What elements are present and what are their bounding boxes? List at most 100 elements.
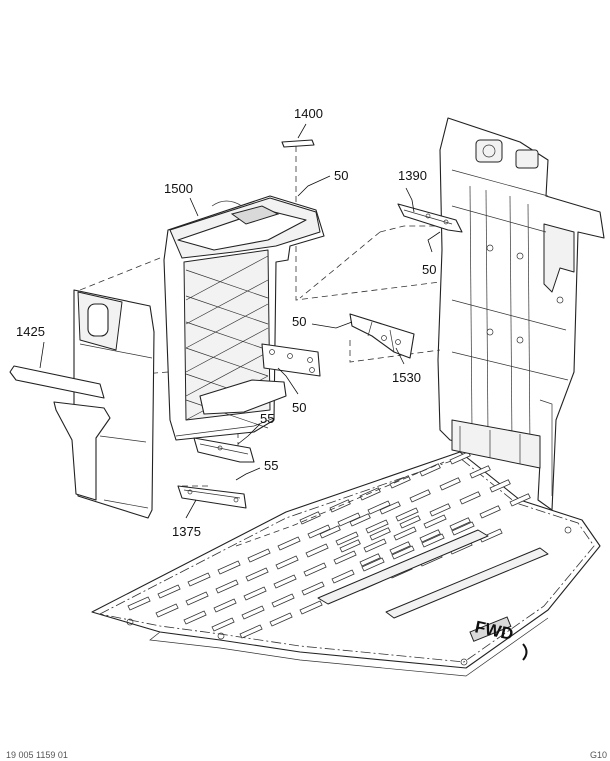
floor-rib <box>359 553 381 567</box>
callout-1375: 1375 <box>172 524 201 539</box>
floor-rib <box>155 603 179 618</box>
callout-1400: 1400 <box>294 106 323 121</box>
floor-rib <box>479 528 503 543</box>
part-55-upper-bracket[interactable] <box>193 437 255 463</box>
floor-ribs <box>127 451 531 639</box>
floor-rib <box>363 538 387 553</box>
callout-50-right: 50 <box>422 262 436 277</box>
floor-rib <box>299 511 321 525</box>
floor-rib <box>245 567 269 582</box>
floor-rib <box>389 541 411 555</box>
floor-rib <box>319 525 341 539</box>
callout-50-mid: 50 <box>292 314 306 329</box>
floor-rib <box>239 624 263 639</box>
floor-rib <box>489 479 511 493</box>
lattice-line <box>185 327 269 373</box>
floor-rib <box>379 501 401 515</box>
lattice-line <box>185 351 269 397</box>
floor-rib <box>399 515 421 529</box>
floor-rib <box>307 524 331 539</box>
floor-rib <box>429 503 451 517</box>
floor-rib <box>451 521 475 536</box>
callout-labels: 1400 50 1390 1500 50 1425 50 1530 50 55 … <box>16 106 436 539</box>
sheet-code: G10 <box>590 750 607 760</box>
floor-rib <box>469 465 491 479</box>
floor-rib <box>339 539 361 553</box>
floor-rib <box>419 529 441 543</box>
part-1425-trim-panel[interactable] <box>9 289 155 519</box>
callout-50-lower: 50 <box>292 400 306 415</box>
floor-rib <box>269 612 293 627</box>
floor-rib <box>127 596 151 611</box>
floor-rib <box>215 579 239 594</box>
lattice-line <box>185 295 269 325</box>
floor-rib <box>157 584 181 599</box>
floor-rib <box>337 512 361 527</box>
floor-rib <box>211 617 235 632</box>
part-1400-label[interactable] <box>281 139 315 148</box>
part-50-mount-plate[interactable] <box>261 343 321 377</box>
floor-rib <box>301 581 325 596</box>
callout-55-upper: 55 <box>260 411 274 426</box>
floor-rib <box>333 550 357 565</box>
leader-lines <box>39 123 441 519</box>
floor-rib <box>331 569 355 584</box>
floor-rib <box>391 545 415 560</box>
floor-rib <box>419 463 441 477</box>
floor-rib <box>459 491 481 505</box>
lattice-line <box>185 303 269 349</box>
floor-rib <box>479 505 501 519</box>
floor-rib <box>299 600 323 615</box>
floor-rib <box>365 519 389 534</box>
floor-rib <box>213 598 237 613</box>
floor-rib <box>335 531 359 546</box>
callout-1425: 1425 <box>16 324 45 339</box>
floor-rib <box>275 555 299 570</box>
floor-rib <box>247 548 271 563</box>
floor-rib <box>217 560 241 575</box>
callout-50-top: 50 <box>334 168 348 183</box>
floor-rib <box>243 586 267 601</box>
lattice-line <box>185 255 269 301</box>
floor-rib <box>303 562 327 577</box>
floor-rib <box>423 514 447 529</box>
bin-lattice <box>185 255 269 429</box>
floor-rib <box>395 507 419 522</box>
lattice-line <box>185 279 269 325</box>
floor-rib <box>367 500 391 515</box>
floor-rib <box>389 475 411 489</box>
part-1375-bracket[interactable] <box>177 485 247 509</box>
callout-1390: 1390 <box>398 168 427 183</box>
floor-rib <box>359 487 381 501</box>
floor-rib <box>305 543 329 558</box>
lattice-line <box>185 399 269 429</box>
floor-rib <box>183 610 207 625</box>
floor-pan <box>91 451 601 677</box>
floor-rib <box>361 557 385 572</box>
floor-rib <box>271 593 295 608</box>
callout-1530: 1530 <box>392 370 421 385</box>
floor-rib <box>509 493 531 507</box>
floor-rib <box>277 536 301 551</box>
floor-rib <box>421 533 445 548</box>
floor-rib <box>241 605 265 620</box>
floor-rib <box>369 527 391 541</box>
forward-arrow-icon <box>522 643 528 661</box>
body-side-panel <box>437 117 605 511</box>
callout-1500: 1500 <box>164 181 193 196</box>
floor-rib <box>187 572 211 587</box>
floor-rib <box>449 451 471 465</box>
lattice-line <box>185 347 269 377</box>
floor-rib <box>349 513 371 527</box>
floor-rib <box>393 526 417 541</box>
floor-rib <box>185 591 209 606</box>
part-1500-storage-bin[interactable] <box>163 195 325 441</box>
floor-rib <box>449 517 471 531</box>
drawing-number: 19 005 1159 01 <box>6 750 68 760</box>
part-1530-bracket[interactable] <box>349 313 415 359</box>
floor-rib <box>409 489 431 503</box>
lattice-line <box>185 269 269 299</box>
callout-55-lower: 55 <box>264 458 278 473</box>
floor-rib <box>439 477 461 491</box>
